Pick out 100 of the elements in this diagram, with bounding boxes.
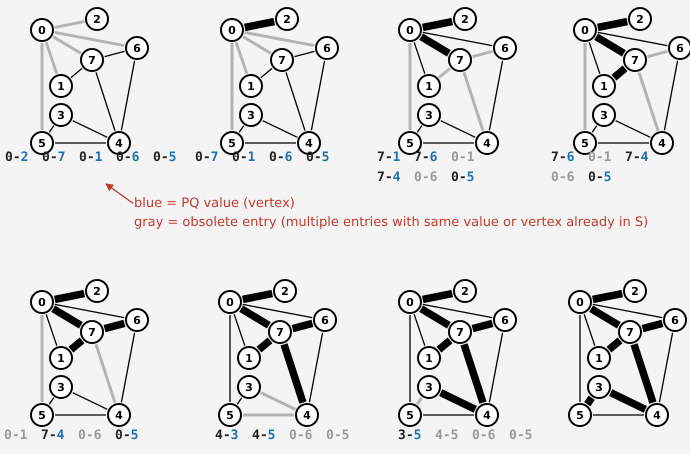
graph-edge — [584, 43, 586, 130]
pq-entry: 0-6 — [414, 170, 438, 185]
vertex-circle: 6 — [313, 308, 337, 332]
graph-edge — [40, 315, 44, 402]
pq-entry: 0-5 — [326, 428, 350, 443]
graph-edge — [422, 18, 453, 32]
graph-edge — [55, 142, 106, 144]
vertex-circle: 7 — [80, 320, 104, 344]
graph-edge — [54, 20, 85, 29]
pq-entry: 0-5 — [153, 150, 176, 165]
vertex-circle: 3 — [417, 375, 441, 399]
graph-edge — [423, 414, 474, 416]
graph-edge — [594, 33, 626, 57]
graph-edge — [414, 314, 426, 346]
pq-entry: 0-1 — [4, 428, 28, 443]
pq-entry: 0-6 — [472, 428, 496, 443]
vertex-circle: 2 — [273, 279, 297, 303]
vertex-circle: 2 — [453, 279, 477, 303]
graph-edge — [236, 397, 242, 405]
graph-edge — [579, 315, 581, 402]
graph-edge — [422, 290, 453, 304]
pq-entry: 0-6 — [78, 428, 102, 443]
graph-edge — [54, 304, 124, 318]
pq-entry: 4-5 — [252, 428, 276, 443]
graph-edge — [647, 50, 668, 58]
vertex-circle: 2 — [85, 7, 109, 31]
graph-edge — [638, 72, 660, 132]
graph-edge — [408, 43, 412, 130]
pq-entry: 0-7 — [195, 150, 218, 165]
graph-edge — [242, 35, 272, 55]
vertex-circle: 3 — [237, 375, 261, 399]
pq-entry: 7-4 — [41, 428, 64, 443]
vertex-circle: 2 — [275, 7, 299, 31]
pq-entry: 7-6 — [551, 150, 574, 165]
vertex-circle: 7 — [623, 48, 647, 72]
vertex-circle: 4 — [475, 403, 499, 427]
arrow — [105, 183, 134, 204]
vertex-circle: 4 — [645, 403, 669, 427]
graph-edge — [54, 30, 124, 48]
graph-edge — [658, 332, 674, 402]
vertex-circle: 6 — [315, 36, 339, 60]
graph-edge — [414, 42, 426, 74]
graph-edge — [592, 290, 623, 304]
graph-edge — [438, 67, 451, 79]
vertex-circle: 1 — [49, 346, 73, 370]
vertex-circle: 5 — [30, 403, 54, 427]
graph-edge — [598, 32, 668, 46]
graph-edge — [589, 305, 621, 329]
graph-edge — [592, 125, 598, 133]
vertex-circle: 3 — [49, 103, 73, 127]
graph-edge — [52, 35, 82, 55]
graph-edge — [51, 305, 83, 329]
vertex-circle: 1 — [417, 346, 441, 370]
vertex-circle: 1 — [237, 346, 261, 370]
graph-edge — [584, 396, 595, 406]
vertex-circle: 6 — [493, 36, 517, 60]
vertex-circle: 4 — [295, 403, 319, 427]
graph-edge — [462, 72, 484, 132]
graph-edge — [46, 314, 58, 346]
graph-edge — [120, 332, 136, 402]
graph-edge — [308, 332, 324, 402]
graph-edge — [488, 60, 504, 130]
pq-entry: 0-5 — [588, 170, 612, 185]
graph-edge — [54, 290, 85, 304]
vertex-circle: 6 — [663, 308, 687, 332]
graph-edge — [488, 332, 504, 402]
vertex-circle: 3 — [239, 103, 263, 127]
graph-edge — [294, 50, 315, 58]
vertex-circle: 0 — [573, 18, 597, 42]
pq-entry: 0-6 — [551, 170, 574, 185]
vertex-circle: 0 — [398, 18, 422, 42]
graph-edge — [120, 60, 136, 130]
vertex-circle: 0 — [218, 290, 242, 314]
vertex-circle: 5 — [568, 403, 592, 427]
graph-edge — [593, 414, 644, 416]
vertex-circle: 0 — [30, 18, 54, 42]
vertex-circle: 4 — [475, 131, 499, 155]
vertex-circle: 1 — [587, 346, 611, 370]
graph-edge — [606, 337, 622, 353]
vertex-circle: 2 — [85, 279, 109, 303]
vertex-circle: 4 — [650, 131, 674, 155]
graph-edge — [238, 125, 244, 133]
vertex-circle: 2 — [628, 7, 652, 31]
vertex-circle: 7 — [618, 320, 642, 344]
pq-entry: 0-5 — [115, 428, 138, 443]
graph-edge — [285, 72, 306, 131]
pq-entry: 7-4 — [625, 150, 648, 165]
graph-edge — [260, 68, 272, 78]
pq-entry: 0-1 — [79, 150, 102, 165]
vertex-circle: 0 — [568, 290, 592, 314]
graph-edge — [44, 42, 58, 74]
graph-edge — [584, 314, 596, 346]
graph-edge — [642, 320, 664, 332]
graph-edge — [615, 120, 651, 138]
graph-edge — [440, 120, 476, 138]
vertex-circle: 1 — [239, 74, 263, 98]
pq-entry: 4-3 — [215, 428, 238, 443]
graph-edge — [260, 391, 296, 411]
vertex-circle: 2 — [453, 7, 477, 31]
pq-entry: 0-6 — [269, 150, 292, 165]
